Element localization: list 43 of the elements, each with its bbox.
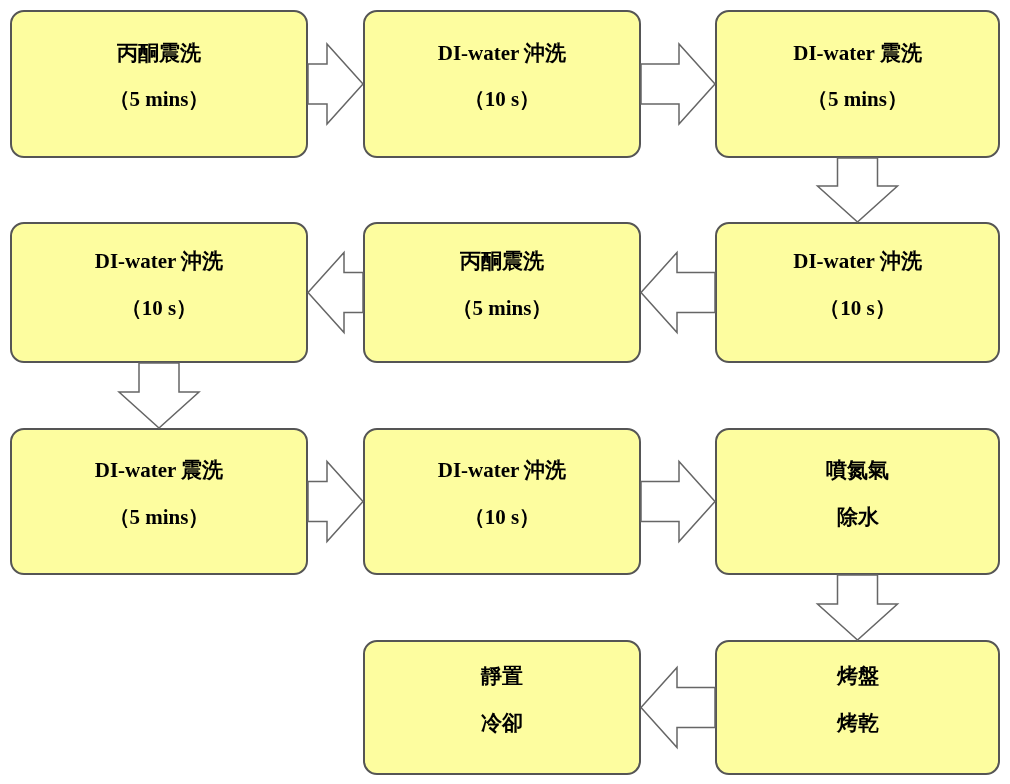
step-text: DI-water 震洗 <box>94 457 224 484</box>
step-text: 冷卻 <box>481 709 523 736</box>
process-box <box>363 640 641 775</box>
step-text: DI-water 沖洗 <box>94 248 224 275</box>
block-arrow <box>307 42 364 126</box>
step-text: （10 s） <box>463 503 541 530</box>
step-text: 丙酮震洗 <box>460 248 544 275</box>
step-text: DI-water 沖洗 <box>437 457 567 484</box>
process-box <box>715 10 1000 158</box>
block-arrow <box>815 157 900 223</box>
block-arrow <box>307 250 364 335</box>
block-arrow <box>640 42 716 126</box>
process-box <box>715 222 1000 363</box>
step-text: 除水 <box>836 503 879 530</box>
step-text: （5 mins） <box>108 503 210 530</box>
process-box <box>10 222 308 363</box>
step-text: （10 s） <box>120 294 198 321</box>
step-text: 丙酮震洗 <box>117 39 201 66</box>
block-arrow <box>640 250 716 335</box>
step-text: 烤盤 <box>836 663 879 690</box>
process-box <box>363 222 641 363</box>
process-box <box>715 428 1000 575</box>
process-box <box>10 428 308 575</box>
step-text: （10 s） <box>819 294 896 321</box>
block-arrow <box>117 362 201 429</box>
step-text: （10 s） <box>463 86 541 113</box>
process-box <box>363 428 641 575</box>
step-text: （5 mins） <box>451 294 553 321</box>
process-box <box>363 10 641 158</box>
block-arrow <box>640 459 716 544</box>
step-text: （5 mins） <box>807 86 908 113</box>
block-arrow <box>815 574 900 641</box>
step-text: 噴氮氣 <box>826 457 889 484</box>
step-text: （5 mins） <box>108 86 210 113</box>
block-arrow <box>307 459 364 544</box>
step-text: DI-water 沖洗 <box>793 248 922 275</box>
process-box <box>715 640 1000 775</box>
step-text: DI-water 震洗 <box>793 39 922 66</box>
process-box <box>10 10 308 158</box>
step-text: 靜置 <box>481 663 523 690</box>
step-text: 烤乾 <box>836 709 879 736</box>
step-text: DI-water 沖洗 <box>437 39 567 66</box>
block-arrow <box>640 665 716 750</box>
